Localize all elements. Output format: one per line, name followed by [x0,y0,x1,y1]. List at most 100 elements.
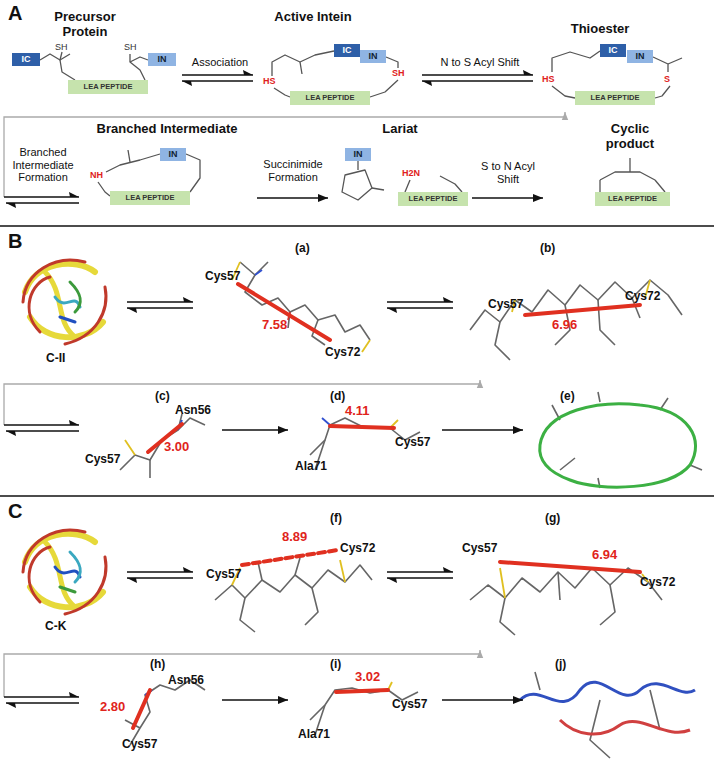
arrow-stroke [422,74,533,75]
distance-value: 6.96 [552,318,577,333]
arrow-stroke [127,301,193,302]
reaction-arrow [442,430,523,431]
arrow-stroke [257,197,328,198]
peptide-label: LEA PEPTIDE [110,193,190,203]
stage-node: ThioesterICINHSSLEA PEPTIDE [535,8,705,112]
stage-title: Branched Intermediate [82,122,252,137]
stage-node: Branched IntermediateIN NH LEA PEPTIDE [80,122,255,218]
panel-sublabel: (b) [540,242,555,256]
arrow-stroke [127,571,193,572]
panel-sublabel: (j) [555,658,566,672]
structure-node: (e) [525,388,705,492]
reaction-arrow [442,700,523,701]
stage-title: Active Intein [268,10,358,25]
atom-label: SH [124,42,137,52]
arrow-stroke [6,702,79,703]
atom-label: SH [55,42,68,52]
residue-label: Asn56 [175,404,211,418]
intein-label: IN [148,54,176,65]
panel-letter: C [8,500,22,523]
equilibrium-arrow [127,302,193,308]
distance-value: 6.94 [592,548,617,563]
peptide-label: LEA PEPTIDE [575,93,655,103]
panel-sublabel: (d) [330,390,345,404]
distance-value: 4.11 [345,404,370,419]
stage-node: Precursor ProteinICSHSHLEA PEPTIDEIN [5,8,180,112]
distance-value: 2.80 [100,700,125,715]
stage-title: Cyclic product [595,122,665,152]
intein-label: IN [627,51,653,62]
peptide-label: LEA PEPTIDE [398,194,468,204]
residue-label: Cys72 [625,290,660,304]
reaction-arrow [222,700,288,701]
arrow-stroke [127,307,193,308]
equilibrium-arrow [387,302,453,308]
structure-node: (c)Asn563.00Cys57 [80,388,220,488]
structure-node: (b) Cys57 6.96 Cys72 [455,242,695,380]
distance-value: 8.89 [282,530,307,545]
panel-sublabel: (g) [545,512,560,526]
residue-label: Cys57 [392,698,427,712]
structure-node: (h)Asn562.80Cys57 [80,658,220,762]
arrow-stroke [222,699,288,700]
panel-sublabel: (c) [155,390,170,404]
arrow-stroke [387,571,453,572]
atom-label: HS [542,74,555,84]
equilibrium-arrow [4,112,565,203]
arrow-stroke [6,430,79,431]
stage-title: Precursor Protein [45,10,125,40]
stage-node: LariatIN H2N LEA PEPTIDE [330,122,470,218]
structure-node: (j) [525,658,705,766]
arrow-stroke [387,301,453,302]
stage-title: Lariat [370,122,430,137]
arrow-stroke [4,380,480,425]
intein-label: IN [345,149,371,160]
arrow-label: Succinimide Formation [256,158,330,183]
residue-label: Cys72 [325,346,360,360]
atom-label: H2N [402,168,420,178]
arrow-label: S to N Acyl Shift [470,160,546,185]
peptide-label: LEA PEPTIDE [290,93,370,103]
peptide-label: LEA PEPTIDE [595,194,670,204]
residue-label: Ala71 [298,728,330,742]
atom-label: SH [392,68,405,78]
panel-sublabel: (f) [330,512,342,526]
residue-label: Cys72 [640,576,675,590]
peptide-label: LEA PEPTIDE [68,82,148,92]
atom-label: HS [263,76,276,86]
structure-node: (a)Cys577.58Cys72 [195,242,385,380]
residue-label: Cys57 [206,568,241,582]
residue-label: Cys57 [488,298,523,312]
structure-node: (g) Cys57 6.94Cys72 [455,512,695,650]
arrow-stroke [4,112,565,197]
protein-node: C-K [10,520,125,635]
arrow-stroke [127,577,193,578]
panel-sublabel: (a) [295,242,310,256]
stage-node: Cyclic productLEA PEPTIDE [545,122,705,218]
residue-label: Cys57 [205,270,240,284]
residue-label: Cys57 [462,542,497,556]
reaction-arrow [472,198,543,199]
arrow-stroke [442,429,523,430]
intein-label: IN [160,149,186,160]
equilibrium-arrow [182,75,253,81]
equilibrium-arrow [387,572,453,578]
stage-title: Thioester [560,22,640,37]
residue-label: Cys57 [85,453,120,467]
arrow-stroke [472,197,543,198]
arrow-stroke [4,650,480,697]
arrow-label: N to S Acyl Shift [424,56,536,69]
reaction-arrow [257,198,328,199]
arrow-stroke [182,74,253,75]
panel-sublabel: (h) [150,658,165,672]
reaction-arrow [222,430,288,431]
arrow-label: Branched Intermediate Formation [10,146,76,184]
arrow-stroke [6,202,79,203]
arrow-label: Association [182,56,258,69]
residue-label: C-II [46,352,65,366]
arrow-stroke [442,699,523,700]
arrow-stroke [387,577,453,578]
atom-label: NH [90,170,103,180]
